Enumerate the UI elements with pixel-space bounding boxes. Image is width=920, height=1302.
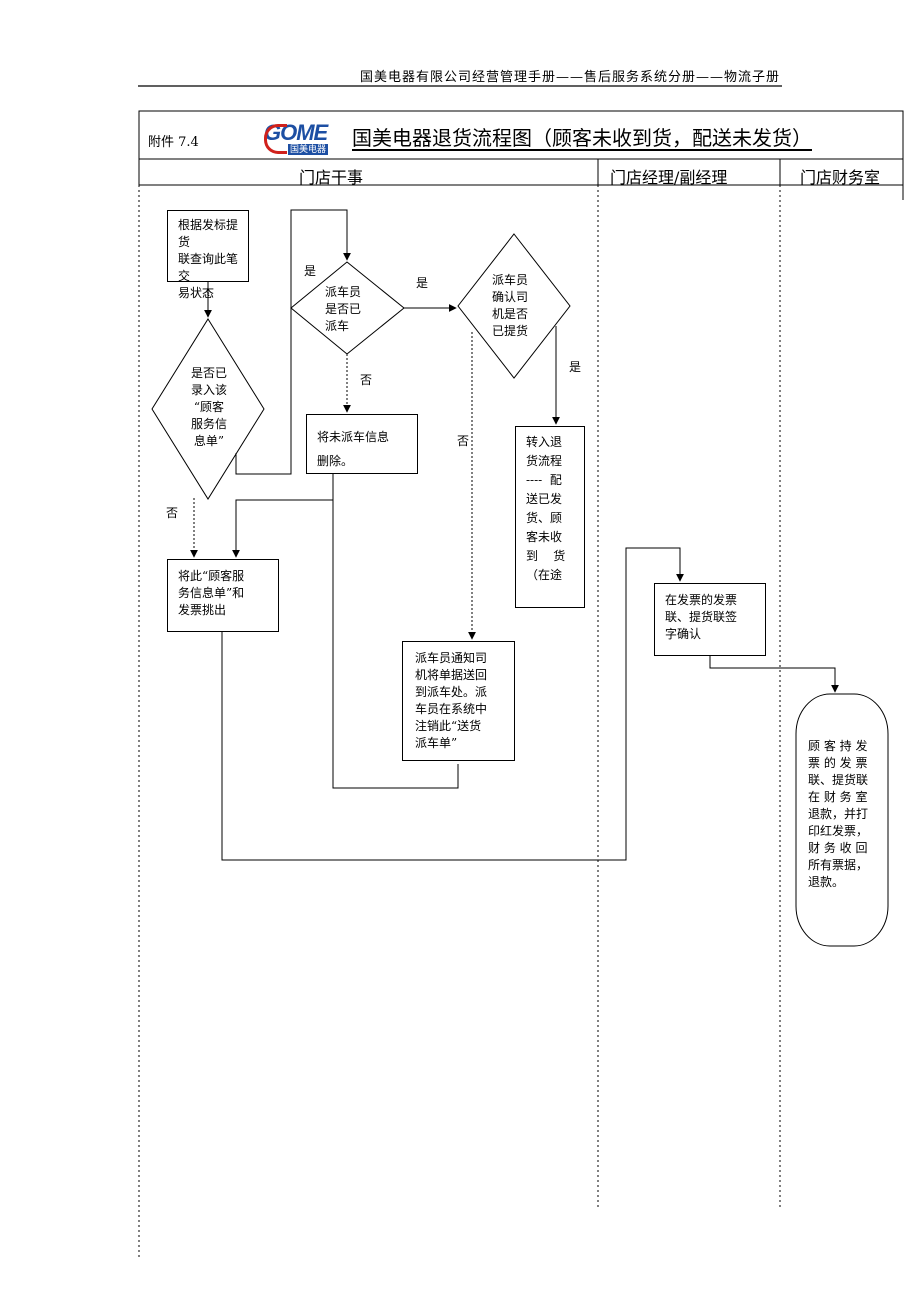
edge-confirm-refund <box>709 656 839 693</box>
node-start-text: 根据发标提货 联查询此笔交 易状态 <box>178 218 239 300</box>
gome-logo-sub: 国美电器 <box>288 144 329 155</box>
edge-pickout-confirm <box>221 547 684 861</box>
lane-header-manager: 门店经理/副经理 <box>610 168 728 187</box>
edge-label-no-recorded: 否 <box>166 506 179 520</box>
node-pick-out-text: 将此“顾客服 务信息单”和 发票挑出 <box>178 569 245 617</box>
edge-notify-join <box>332 500 459 789</box>
refund-terminal <box>795 693 889 947</box>
gome-logo: GOME 国美电器 <box>264 120 338 156</box>
node-pick-out: 将此“顾客服 务信息单”和 发票挑出 <box>167 559 279 632</box>
node-delete-info-text: 将未派车信息 删除。 <box>317 430 390 468</box>
edge-label-no-dispatched: 否 <box>360 373 373 387</box>
node-refund-text: 顾 客 持 发 票 的 发 票 联、提货联 在 财 务 室 退款，并打 印红发票… <box>808 739 869 889</box>
edge-delete-pickout <box>232 474 334 558</box>
annex-number: 附件 7.4 <box>148 135 199 150</box>
table-frame <box>138 110 904 186</box>
edge-recorded-yes <box>235 209 351 475</box>
node-confirm-text: 在发票的发票 联、提货联签 字确认 <box>665 593 738 641</box>
edge-label-yes-dispatched: 是 <box>416 276 429 290</box>
gome-logo-arc <box>264 124 287 154</box>
node-recorded-text: 是否已 录入该 “顾客 服务信 息单” <box>190 366 227 448</box>
node-notify: 派车员通知司 机将单据送回 到派车处。派 车员在系统中 注销此“送货 派车单” <box>402 641 515 761</box>
node-dispatched-text: 派车员 是否已 派车 <box>325 285 362 333</box>
lane-header-clerk: 门店干事 <box>299 168 364 187</box>
node-delete-info: 将未派车信息 删除。 <box>306 414 418 474</box>
edge-label-no-picked: 否 <box>457 434 470 448</box>
diamond-picked <box>457 233 571 379</box>
edge-label-yes-recorded: 是 <box>304 264 317 278</box>
node-picked-text: 派车员 确认司 机是否 已提货 <box>492 273 529 338</box>
lane-header-finance: 门店财务室 <box>800 168 881 187</box>
page-title: 国美电器退货流程图（顾客未收到货，配送未发货） <box>352 126 812 150</box>
node-transfer-text: 转入退 货流程 ---- 配 送已发 货、顾 客未收 到 货 （在途 <box>526 435 566 582</box>
node-start: 根据发标提货 联查询此笔交 易状态 <box>167 210 249 300</box>
manual-header: 国美电器有限公司经营管理手册——售后服务系统分册——物流子册 <box>360 70 781 85</box>
edge-label-yes-picked: 是 <box>569 360 582 374</box>
node-transfer: 转入退 货流程 ---- 配 送已发 货、顾 客未收 到 货 （在途 <box>515 426 585 608</box>
node-confirm: 在发票的发票 联、提货联签 字确认 <box>654 583 766 656</box>
node-notify-text: 派车员通知司 机将单据送回 到派车处。派 车员在系统中 注销此“送货 派车单” <box>415 651 488 750</box>
